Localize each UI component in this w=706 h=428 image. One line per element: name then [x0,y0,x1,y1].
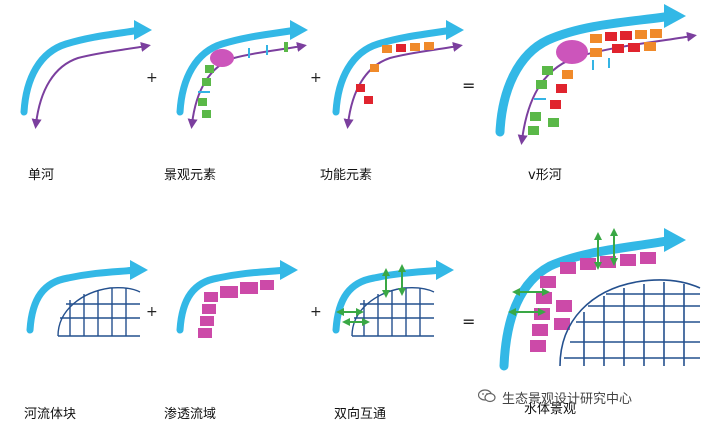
grid-block [351,286,435,337]
red-block [620,31,632,40]
purple-path [517,31,697,145]
label-infiltration: 渗透流域 [164,407,217,422]
panel-single-river [20,20,152,129]
panel-infiltration [176,260,298,338]
orange-block [382,45,392,53]
green-block [284,42,288,52]
panel-v-river [495,4,697,145]
orange-block [650,29,662,38]
green-block [198,98,207,106]
equals-operator: = [462,312,476,331]
cyan-tick [592,60,594,70]
panel-function-elements [332,20,464,129]
cyan-tick [266,45,268,55]
red-block [605,32,617,41]
green-block [528,126,539,135]
panel-river-body [26,260,148,337]
orange-block [590,48,602,57]
landscape-blob [556,40,588,64]
red-block [550,100,561,109]
plus-operator: + [146,70,158,86]
river-band [26,266,140,334]
river-arrowhead [130,260,148,280]
cyan-tick [534,98,546,100]
red-block [396,44,406,52]
watermark: 生态景观设计研究中心 [477,388,633,407]
river-band [499,235,677,371]
river-arrowhead [436,260,454,280]
wechat-icon [477,388,496,407]
equals-operator: = [462,76,476,95]
red-block [556,84,567,93]
label-landscape-elements: 景观元素 [164,168,217,183]
panel-landscape-elements [176,20,308,129]
panel-two-way [332,260,454,337]
river-arrowhead [446,20,464,40]
label-function-elements: 功能元素 [320,168,373,183]
orange-block [370,64,379,72]
grid-block [57,286,141,337]
label-two-way: 双向互通 [334,407,387,422]
green-block [202,110,211,118]
cyan-tick [248,48,250,58]
landscape-blob [210,49,234,67]
river-arrowhead [134,20,152,40]
orange-block [562,70,573,79]
label-river-body: 河流体块 [24,407,77,422]
purple-path [343,41,463,129]
red-block [612,44,624,53]
orange-block [644,42,656,51]
two-way-arrows [508,228,618,316]
purple-path [31,41,151,129]
plus-operator: + [146,304,158,320]
orange-block [590,34,602,43]
river-band [332,266,446,334]
cyan-tick [608,58,610,68]
plus-operator: + [310,304,322,320]
grid-block [559,279,701,367]
two-way-arrows [336,264,406,326]
green-block [202,78,211,86]
green-block [542,66,553,75]
river-arrowhead [664,4,686,28]
panel-water-landscape [499,228,701,371]
orange-block [635,30,647,39]
river-arrowhead [290,20,308,40]
orange-block [424,42,434,50]
green-block [536,80,547,89]
river-band [176,266,290,334]
green-block [530,112,541,121]
orange-block [410,43,420,51]
red-block [364,96,373,104]
cyan-tick [198,91,210,93]
red-block [628,43,640,52]
label-v-river: v形河 [528,168,562,183]
label-single-river: 单河 [28,168,55,183]
green-block [548,118,559,127]
river-arrowhead [280,260,298,280]
red-block [356,84,365,92]
river-arrowhead [664,228,686,252]
watermark-text: 生态景观设计研究中心 [502,392,633,407]
infiltration-blocks [198,280,274,338]
green-block [205,65,214,73]
label-water-landscape: 水体景观 [524,402,577,417]
plus-operator: + [310,70,322,86]
